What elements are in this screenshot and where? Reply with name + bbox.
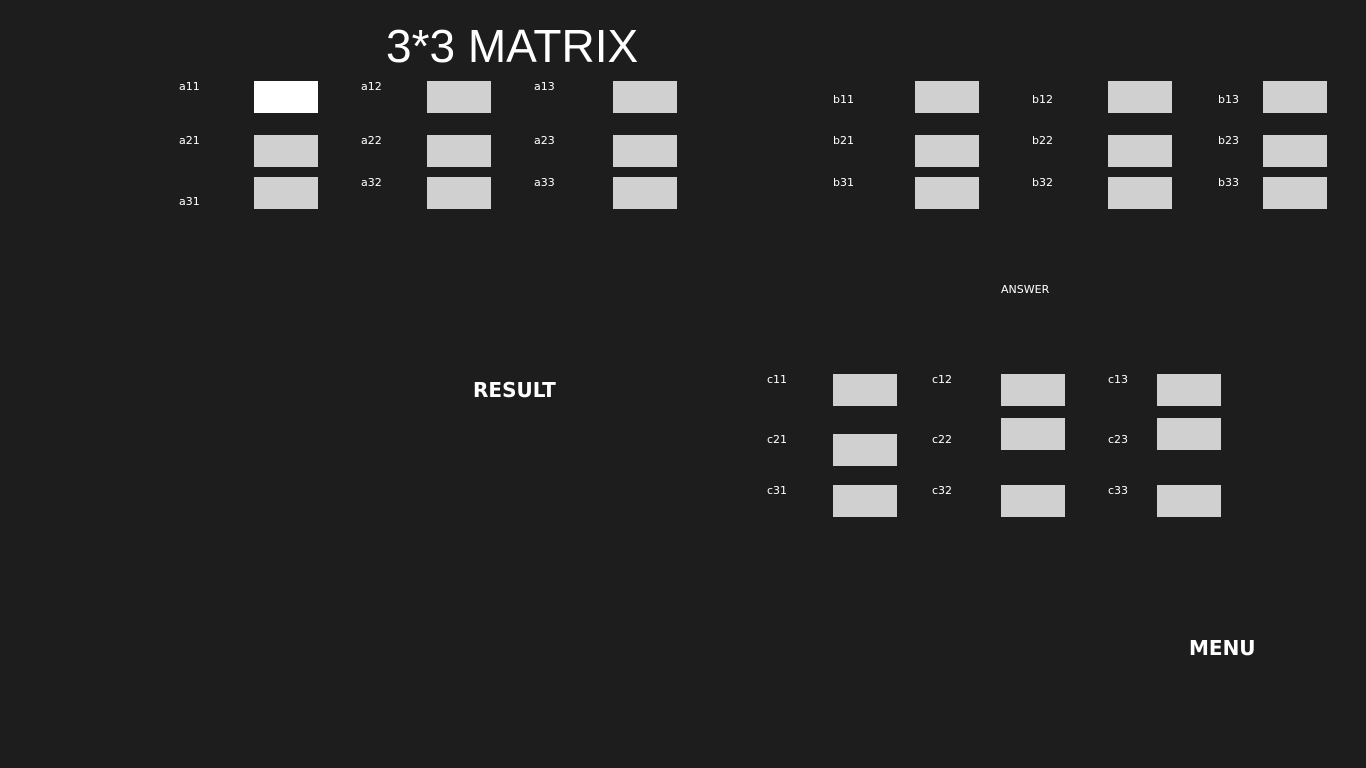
input-a32[interactable] bbox=[427, 177, 491, 209]
label-b12: b12 bbox=[1032, 93, 1053, 106]
page-title: 3*3 MATRIX bbox=[386, 20, 639, 72]
input-a13[interactable] bbox=[613, 81, 677, 113]
output-c11[interactable] bbox=[833, 374, 897, 406]
label-c22: c22 bbox=[932, 433, 953, 446]
menu-button[interactable]: MENU bbox=[1189, 636, 1256, 660]
input-a33[interactable] bbox=[613, 177, 677, 209]
output-c33[interactable] bbox=[1157, 485, 1221, 517]
input-b11[interactable] bbox=[915, 81, 979, 113]
input-b31[interactable] bbox=[915, 177, 979, 209]
output-c32[interactable] bbox=[1001, 485, 1065, 517]
label-c23: c23 bbox=[1108, 433, 1129, 446]
label-c11: c11 bbox=[767, 373, 788, 386]
input-b12[interactable] bbox=[1108, 81, 1172, 113]
input-a11[interactable] bbox=[254, 81, 318, 113]
label-a11: a11 bbox=[179, 80, 200, 93]
output-c23[interactable] bbox=[1157, 418, 1221, 450]
label-b33: b33 bbox=[1218, 176, 1239, 189]
output-c31[interactable] bbox=[833, 485, 897, 517]
label-b32: b32 bbox=[1032, 176, 1053, 189]
label-b21: b21 bbox=[833, 134, 854, 147]
output-c12[interactable] bbox=[1001, 374, 1065, 406]
input-b22[interactable] bbox=[1108, 135, 1172, 167]
label-c32: c32 bbox=[932, 484, 953, 497]
input-b13[interactable] bbox=[1263, 81, 1327, 113]
input-b33[interactable] bbox=[1263, 177, 1327, 209]
input-a23[interactable] bbox=[613, 135, 677, 167]
label-a22: a22 bbox=[361, 134, 382, 147]
label-a13: a13 bbox=[534, 80, 555, 93]
label-a12: a12 bbox=[361, 80, 382, 93]
result-button[interactable]: RESULT bbox=[473, 378, 556, 402]
label-b22: b22 bbox=[1032, 134, 1053, 147]
label-b11: b11 bbox=[833, 93, 854, 106]
output-c22[interactable] bbox=[1001, 418, 1065, 450]
label-a31: a31 bbox=[179, 195, 200, 208]
output-c13[interactable] bbox=[1157, 374, 1221, 406]
label-c33: c33 bbox=[1108, 484, 1129, 497]
label-a21: a21 bbox=[179, 134, 200, 147]
output-c21[interactable] bbox=[833, 434, 897, 466]
label-a23: a23 bbox=[534, 134, 555, 147]
label-c31: c31 bbox=[767, 484, 788, 497]
input-b23[interactable] bbox=[1263, 135, 1327, 167]
label-c13: c13 bbox=[1108, 373, 1129, 386]
label-b23: b23 bbox=[1218, 134, 1239, 147]
label-a33: a33 bbox=[534, 176, 555, 189]
input-b32[interactable] bbox=[1108, 177, 1172, 209]
input-a21[interactable] bbox=[254, 135, 318, 167]
label-c21: c21 bbox=[767, 433, 788, 446]
input-a31[interactable] bbox=[254, 177, 318, 209]
input-a22[interactable] bbox=[427, 135, 491, 167]
label-a32: a32 bbox=[361, 176, 382, 189]
input-a12[interactable] bbox=[427, 81, 491, 113]
label-c12: c12 bbox=[932, 373, 953, 386]
label-b31: b31 bbox=[833, 176, 854, 189]
label-b13: b13 bbox=[1218, 93, 1239, 106]
answer-label: ANSWER bbox=[1001, 283, 1050, 296]
input-b21[interactable] bbox=[915, 135, 979, 167]
